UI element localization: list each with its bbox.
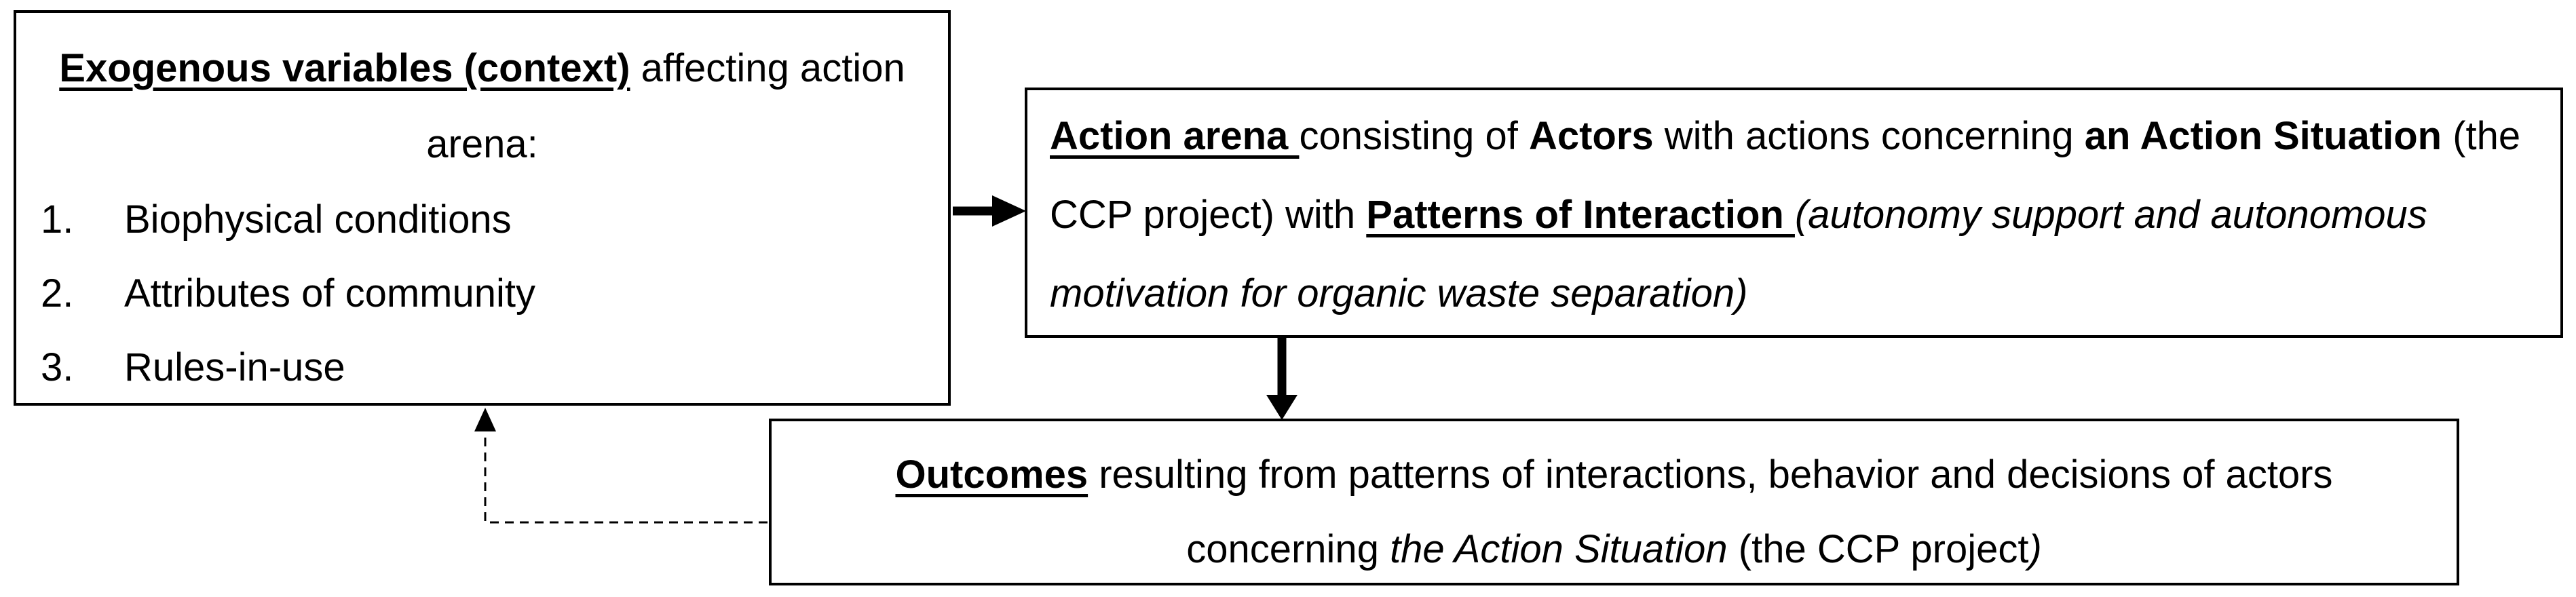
exogenous-title-emphasis: Exogenous variables (context) (59, 46, 630, 90)
list-item-rules: 3. Rules-in-use (30, 330, 934, 404)
outcomes-text: Outcomes resulting from patterns of inte… (895, 452, 2333, 571)
patterns-of-interaction-emphasis: Patterns of Interaction (1366, 193, 1795, 237)
outcomes-box: Outcomes resulting from patterns of inte… (769, 419, 2459, 585)
outcomes-emphasis: Outcomes (895, 452, 1088, 497)
action-arena-emphasis: Action arena (1050, 114, 1300, 158)
autonomy-note-italic: (autonomy support and autonomous motivat… (1050, 193, 2427, 315)
arrow-exogenous-to-arena-icon (953, 195, 1026, 227)
action-situation-emphasis: an Action Situation (2084, 114, 2442, 158)
exogenous-title-rest: affecting action arena: (426, 46, 905, 166)
list-item-number: 1. (41, 197, 74, 242)
arrow-outcomes-to-exogenous-dashed-icon (474, 408, 768, 524)
closing-paren-italic: ) (2028, 527, 2042, 571)
action-arena-box: Action arena consisting of Actors with a… (1025, 88, 2563, 338)
exogenous-variables-box: Exogenous variables (context) affecting … (14, 10, 951, 406)
list-item-number: 3. (41, 345, 74, 389)
arrow-arena-to-outcomes-icon (1266, 336, 1298, 420)
list-item-biophysical: 1. Biophysical conditions (30, 182, 934, 256)
list-item-label: Rules-in-use (124, 345, 345, 389)
exogenous-variables-title: Exogenous variables (context) affecting … (30, 31, 934, 182)
exogenous-variables-list: 1. Biophysical conditions 2. Attributes … (30, 182, 934, 404)
list-item-label: Attributes of community (124, 271, 535, 315)
list-item-community: 2. Attributes of community (30, 256, 934, 330)
actors-emphasis: Actors (1528, 114, 1654, 158)
list-item-number: 2. (41, 271, 74, 315)
action-arena-text: Action arena consisting of Actors with a… (1050, 114, 2521, 315)
action-situation-italic: the Action Situation (1390, 527, 1728, 571)
list-item-label: Biophysical conditions (124, 197, 512, 242)
